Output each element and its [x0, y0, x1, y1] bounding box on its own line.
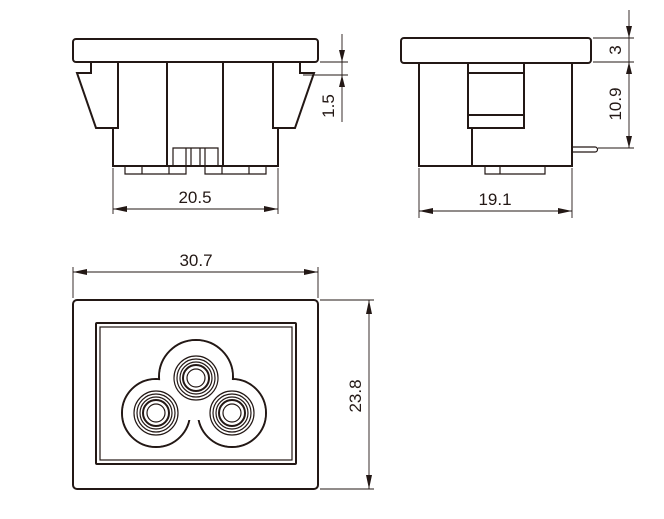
side-body: [418, 63, 573, 167]
dim-front-step: 1.5: [319, 94, 338, 118]
dim-face-height: 23.8: [346, 379, 365, 412]
dim-face-width: 30.7: [179, 251, 212, 270]
front-flange: [72, 38, 319, 63]
dim-side-depth: 19.1: [478, 190, 511, 209]
pin-contact-right: [209, 390, 255, 436]
face-outer: [72, 299, 319, 490]
dim-flange-thickness: 3: [606, 45, 625, 54]
front-body: [112, 128, 279, 167]
face-inner-frame: [95, 322, 297, 465]
face-view: 30.7 23.8: [72, 251, 374, 490]
left-latch: [75, 63, 119, 129]
side-flange: [400, 37, 592, 64]
side-view: 19.1 3 10.9: [400, 10, 634, 218]
dim-front-width: 20.5: [178, 188, 211, 207]
front-view: 20.5 1.5: [72, 34, 348, 214]
right-latch: [272, 63, 316, 129]
pin-contact-top: [173, 355, 219, 401]
pin-contact-left: [133, 390, 179, 436]
pin: [572, 146, 599, 153]
socket-outline: [121, 339, 267, 448]
dim-body-height: 10.9: [606, 87, 625, 120]
